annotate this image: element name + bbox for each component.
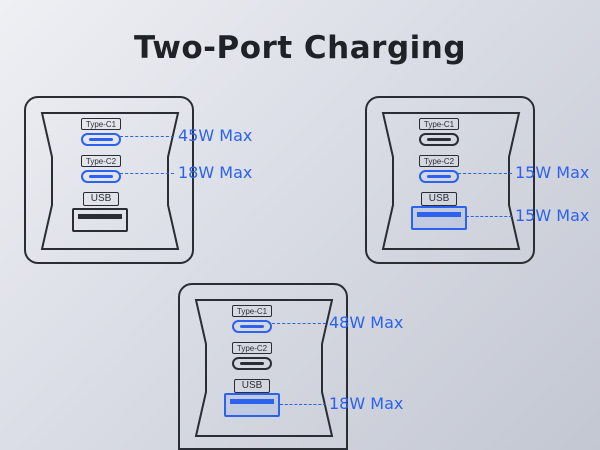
type-c1-label: Type-C1 (81, 118, 121, 130)
usb-a-port (224, 393, 280, 417)
output-c1-watts: 48W Max (329, 313, 404, 332)
leader-line (120, 136, 174, 137)
type-c2-port (232, 357, 272, 370)
usb-label: USB (421, 192, 457, 206)
usb-label: USB (83, 192, 119, 206)
usb-a-port (72, 208, 128, 232)
type-c1-port (232, 320, 272, 333)
type-c2-port (419, 170, 459, 183)
output-usb-watts: 18W Max (329, 394, 404, 413)
leader-line (272, 323, 326, 324)
charger-outline-icon (194, 299, 334, 437)
charger-config-3: Type-C1 Type-C2 USB (178, 283, 348, 450)
page-title: Two-Port Charging (133, 30, 467, 66)
output-usb-watts: 15W Max (515, 206, 590, 225)
type-c2-port (81, 170, 121, 183)
type-c2-label: Type-C2 (419, 155, 459, 167)
leader-line (120, 173, 174, 174)
output-c2-watts: 18W Max (178, 163, 253, 182)
type-c2-label: Type-C2 (81, 155, 121, 167)
leader-line (458, 173, 512, 174)
type-c1-label: Type-C1 (232, 305, 272, 317)
output-c1-watts: 45W Max (178, 126, 253, 145)
leader-line (466, 216, 512, 217)
type-c2-label: Type-C2 (232, 342, 272, 354)
charger-config-2: Type-C1 Type-C2 USB (365, 96, 535, 264)
charger-config-1: Type-C1 Type-C2 USB (24, 96, 194, 264)
type-c1-port (419, 133, 459, 146)
type-c1-label: Type-C1 (419, 118, 459, 130)
type-c1-port (81, 133, 121, 146)
usb-label: USB (234, 379, 270, 393)
usb-a-port (411, 206, 467, 230)
charger-outline-icon (381, 112, 521, 250)
charger-outline-icon (40, 112, 180, 250)
leader-line (280, 404, 326, 405)
output-c2-watts: 15W Max (515, 163, 590, 182)
